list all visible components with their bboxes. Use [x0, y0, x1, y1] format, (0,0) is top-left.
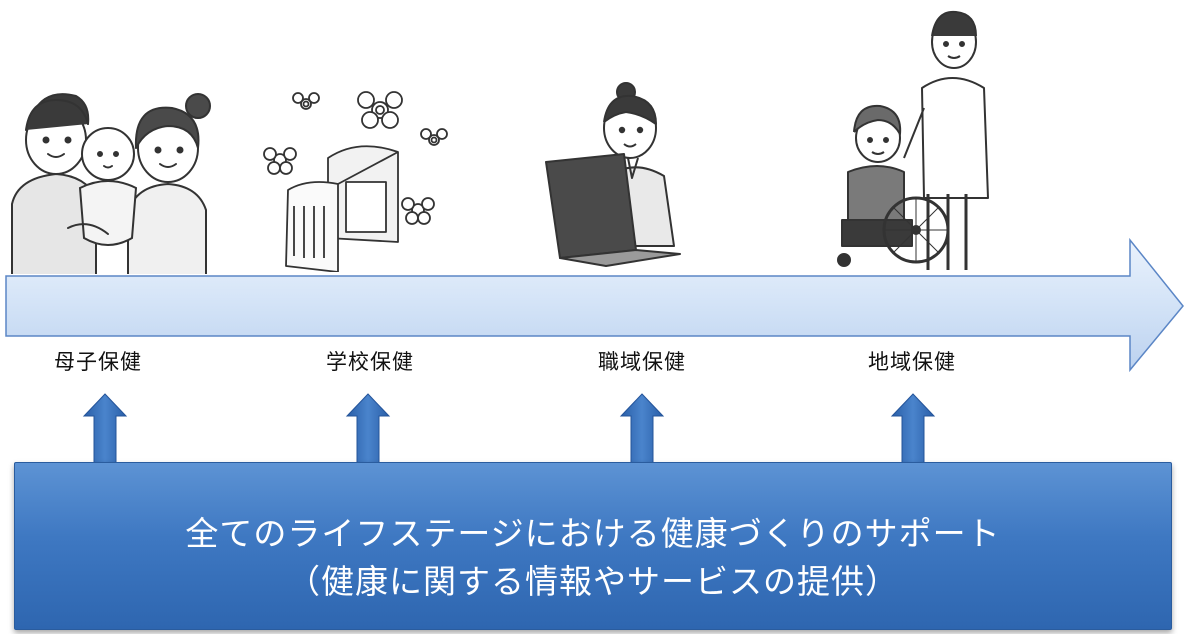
elderly-wheelchair-caregiver-icon — [837, 10, 989, 270]
office-worker-laptop-icon — [545, 82, 681, 267]
family-with-baby-icon — [11, 93, 211, 274]
school-backpack-icon — [263, 91, 448, 272]
banner-subtitle: （健康に関する情報やサービスの提供） — [287, 562, 899, 601]
stage-label-maternal: 母子保健 — [54, 350, 142, 374]
banner-title: 全てのライフステージにおける健康づくりのサポート — [185, 514, 1001, 553]
up-arrow-4-icon — [890, 393, 936, 467]
stage-label-community: 地域保健 — [868, 350, 956, 374]
stage-label-school: 学校保健 — [326, 350, 414, 374]
up-arrow-2-icon — [345, 393, 391, 467]
stage-label-workplace: 職域保健 — [598, 350, 686, 374]
up-arrow-3-icon — [619, 393, 665, 467]
up-arrow-1-icon — [82, 393, 128, 467]
support-banner: 全てのライフステージにおける健康づくりのサポート （健康に関する情報やサービスの… — [14, 462, 1172, 630]
